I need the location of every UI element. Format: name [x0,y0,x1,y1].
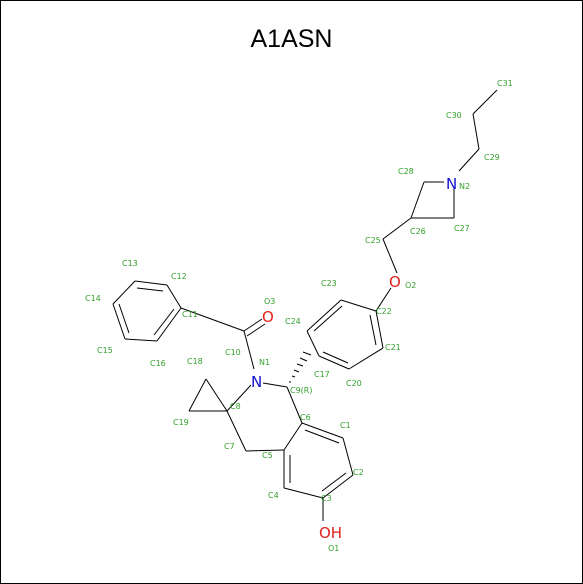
bond [410,181,425,219]
molecule-title: A1ASN [250,25,333,53]
label-c15: C15 [97,346,113,355]
bond [472,113,480,150]
bond [112,303,126,340]
bond [153,308,175,336]
label-c28: C28 [398,167,414,176]
label-c9: C9(R) [290,386,312,395]
label-c4: C4 [268,491,279,500]
bond [306,330,320,357]
label-c27: C27 [454,224,470,233]
bond [283,422,303,451]
label-c18: C18 [187,357,203,366]
bond [226,384,252,412]
label-o2: O2 [405,281,416,290]
bonds [112,89,498,521]
bond [306,299,342,332]
bond [136,287,164,292]
bond [301,422,344,439]
label-c20: C20 [346,379,362,388]
label-c22: C22 [376,307,392,316]
bond [243,330,255,370]
bond [321,472,347,492]
label-o1: O1 [328,544,339,553]
label-c29: C29 [484,153,500,162]
bond [458,148,480,172]
atom-labels: C1 C2 C3 C4 C5 C6 C7 C8 C9(R) C10 C11 C1… [85,79,513,553]
bond [348,347,384,370]
bond [243,318,263,332]
label-c23: C23 [321,279,337,288]
bond [382,238,398,274]
label-c2: C2 [353,468,364,477]
label-c25: C25 [365,236,381,245]
label-c30: C30 [446,111,462,120]
bond [340,299,377,312]
label-o3: O3 [264,297,275,306]
bond [180,307,245,332]
bond [245,449,285,452]
label-c8: C8 [230,402,241,411]
label-c6: C6 [300,413,311,422]
bond [382,217,412,240]
bond [262,382,288,388]
bond [124,338,158,342]
bond [375,287,392,312]
label-c31: C31 [497,79,513,88]
bond [286,386,303,424]
label-c19: C19 [173,418,189,427]
label-c3: C3 [321,494,332,503]
bond [318,355,350,370]
label-c14: C14 [85,294,101,303]
label-c10: C10 [225,348,241,357]
bond [166,284,182,309]
bond [226,410,247,452]
label-c17: C17 [314,370,330,379]
bond [205,378,228,412]
bond [322,474,354,499]
label-c24: C24 [285,317,301,326]
bond [156,307,182,342]
label-c16: C16 [150,359,166,368]
bond [112,280,136,305]
hashed-wedge [289,351,312,383]
label-c21: C21 [385,343,401,352]
label-c26: C26 [410,227,426,236]
label-c13: C13 [122,259,138,268]
label-c11: C11 [182,310,198,319]
bond [283,487,324,499]
atom-o3: O [262,308,274,326]
bond [304,429,340,444]
bond [188,378,207,412]
label-n1: N1 [259,358,270,367]
label-c1: C1 [340,421,351,430]
heteroatoms: N N O O OH [251,175,457,542]
bond [246,323,266,337]
atom-n2: N [446,175,457,193]
label-n2: N2 [459,182,470,191]
label-c7: C7 [224,442,235,451]
atom-n1: N [251,373,262,391]
label-c12: C12 [171,272,187,281]
bond [369,314,377,346]
bond [134,280,168,286]
label-c5: C5 [262,451,273,460]
bond [322,351,349,364]
bond [472,89,498,115]
bond [118,303,130,334]
atom-oh: OH [319,524,342,542]
atom-o2: O [389,273,401,291]
bond [313,305,343,332]
bond [342,437,354,476]
bond [375,310,384,349]
